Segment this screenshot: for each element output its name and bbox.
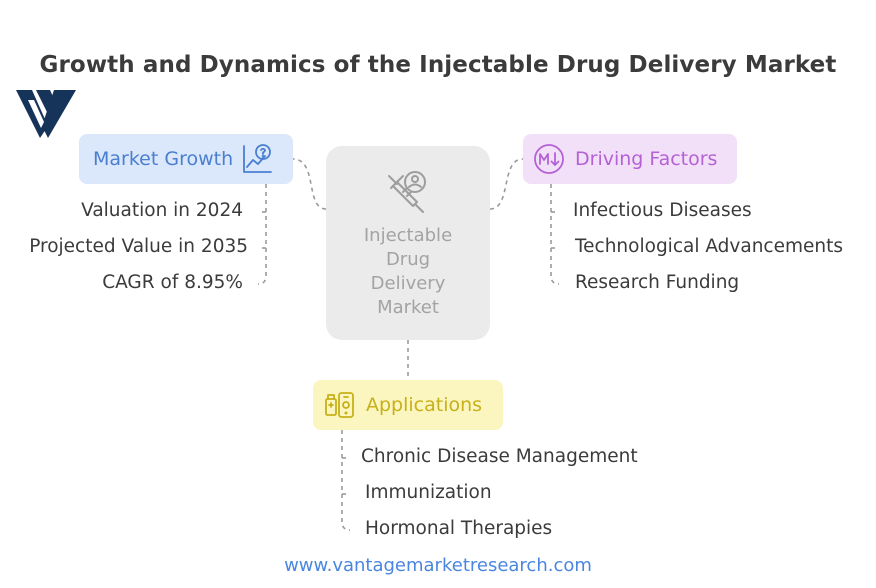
center-line-1: Injectable	[363, 225, 453, 246]
center-label: Injectable Drug Delivery Market	[326, 224, 490, 320]
market-growth-label: Market Growth	[93, 148, 234, 170]
application-item-1: Chronic Disease Management	[361, 446, 638, 467]
growth-chart-icon	[243, 144, 273, 173]
m-down-arrow-icon	[534, 144, 564, 174]
center-line-4: Market	[377, 297, 439, 318]
applications-node: Applications	[313, 380, 503, 430]
center-line-2: Drug	[385, 249, 431, 270]
center-node	[326, 146, 490, 340]
driver-item-2: Technological Advancements	[575, 236, 844, 257]
driving-factors-node: Driving Factors	[523, 134, 737, 184]
page-title: Growth and Dynamics of the Injectable Dr…	[39, 52, 837, 78]
medicine-phone-icon	[325, 392, 354, 418]
driver-item-1: Infectious Diseases	[573, 200, 752, 221]
driver-item-3: Research Funding	[575, 272, 740, 293]
market-growth-node: Market Growth	[79, 134, 293, 184]
syringe-shield-icon	[383, 166, 433, 220]
applications-label: Applications	[366, 394, 483, 416]
growth-item-2: Projected Value in 2035	[29, 236, 248, 257]
driving-factors-label: Driving Factors	[575, 148, 718, 170]
brand-logo	[14, 86, 80, 148]
center-line-3: Delivery	[370, 273, 446, 294]
growth-item-3: CAGR of 8.95%	[102, 272, 243, 293]
growth-item-1: Valuation in 2024	[81, 200, 243, 221]
application-item-2: Immunization	[365, 482, 492, 503]
application-item-3: Hormonal Therapies	[365, 518, 553, 539]
website-link[interactable]: www.vantagemarketresearch.com	[284, 555, 592, 576]
